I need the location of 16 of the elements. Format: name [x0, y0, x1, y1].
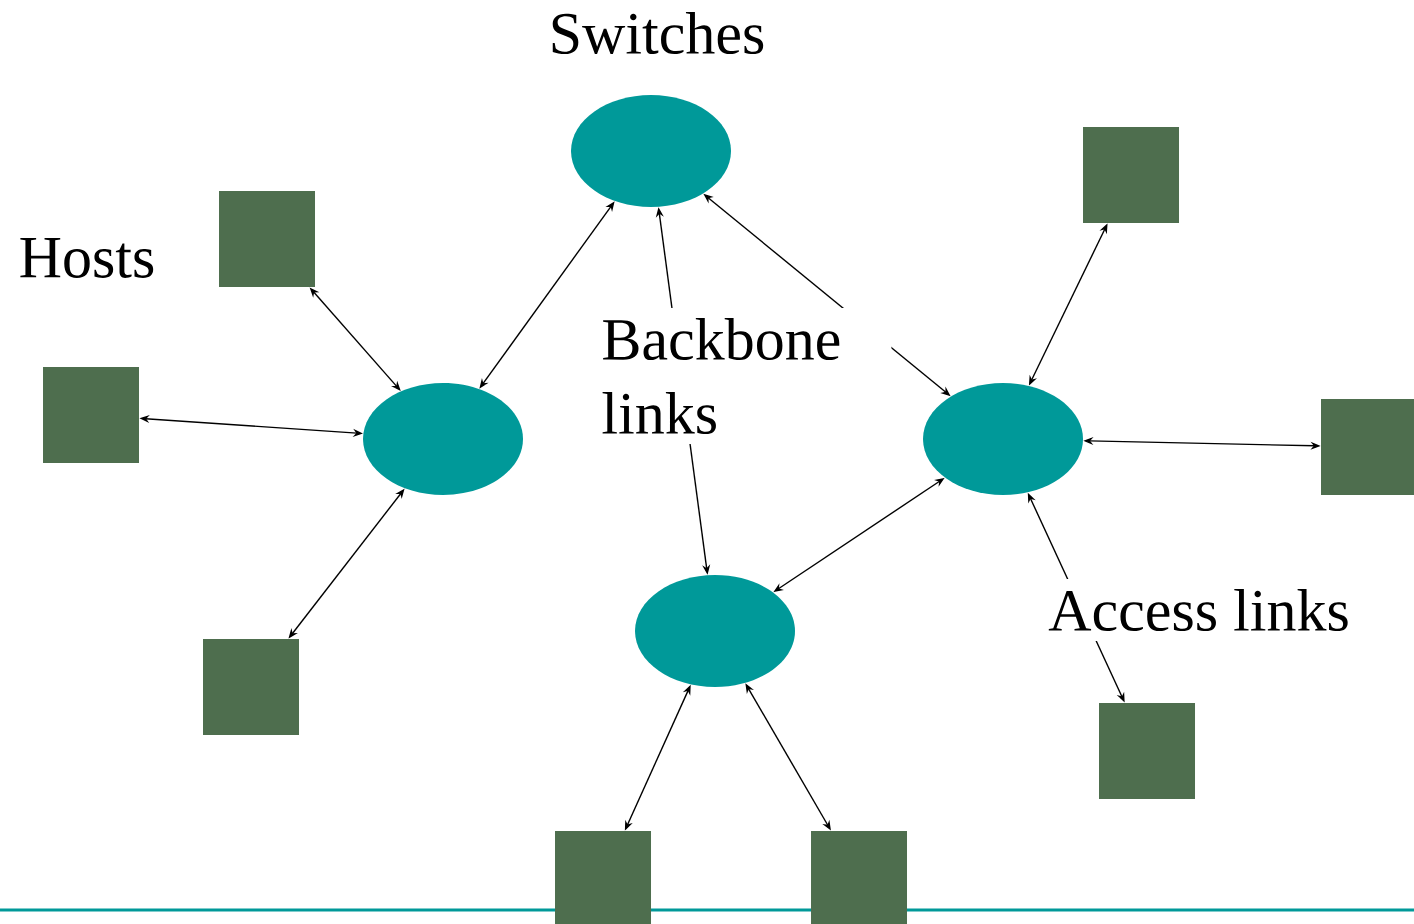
- host-box: [1083, 127, 1179, 223]
- host-box: [1321, 399, 1414, 495]
- label-text: Switches: [538, 1, 776, 65]
- host-box: [43, 367, 139, 463]
- host-box: [555, 831, 651, 924]
- host-box: [1099, 703, 1195, 799]
- label-text: Backbone links: [591, 307, 892, 445]
- label-text: Access links: [1038, 578, 1360, 642]
- switch-ellipse: [363, 383, 523, 495]
- switch-ellipse: [635, 575, 795, 687]
- host-box: [203, 639, 299, 735]
- host-box: [811, 831, 907, 924]
- label-text: Hosts: [8, 228, 166, 288]
- switch-ellipse: [571, 95, 731, 207]
- switch-ellipse: [923, 383, 1083, 495]
- host-box: [219, 191, 315, 287]
